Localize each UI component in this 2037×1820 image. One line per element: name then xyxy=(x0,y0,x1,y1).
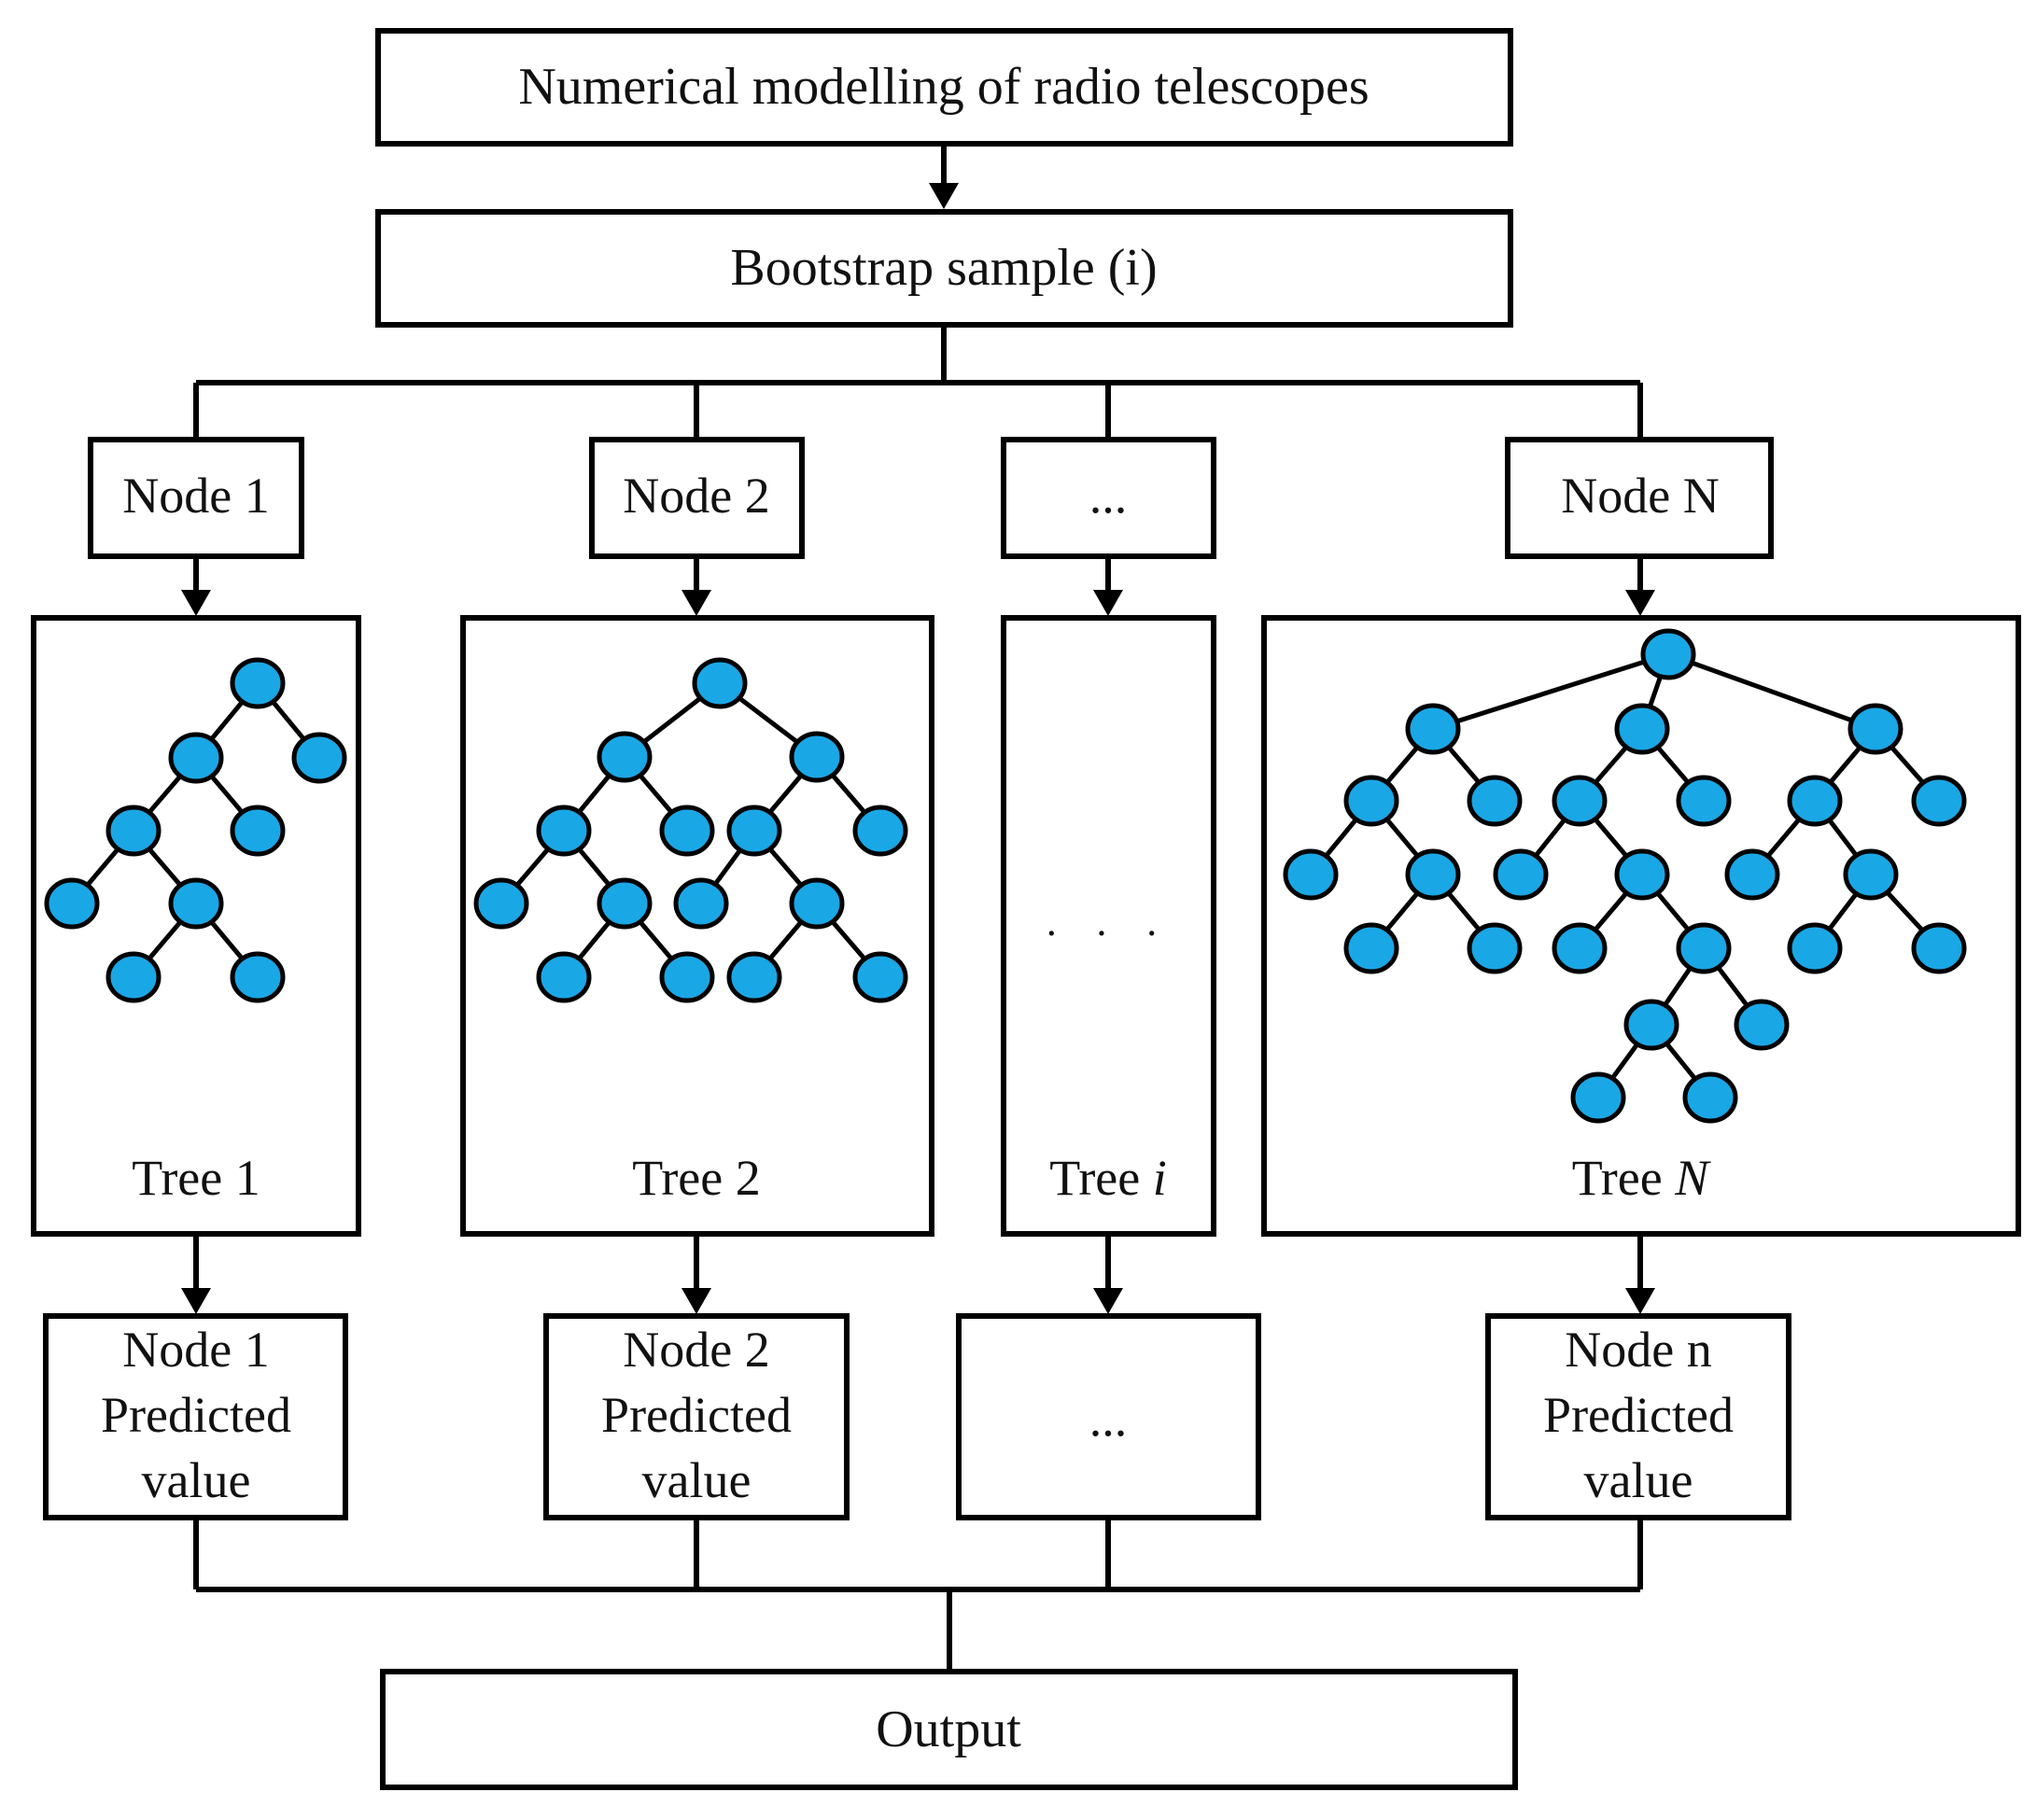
tree-2-graph xyxy=(473,657,908,1003)
tree-4-node xyxy=(1405,703,1461,755)
tree-4-node xyxy=(1493,848,1549,901)
tree-1-node xyxy=(168,732,224,784)
tree-4-node xyxy=(1843,848,1899,901)
prediction-box-2-line-2: Predicted xyxy=(601,1387,792,1443)
tree-4-node xyxy=(1676,775,1732,827)
arrowhead-title-to-bootstrap xyxy=(929,183,959,209)
prediction-box-1-line-1: Node 1 xyxy=(122,1322,269,1378)
node-box-1-label: Node 1 xyxy=(122,468,269,524)
tree-2-node xyxy=(536,951,592,1003)
tree-4-node xyxy=(1614,703,1670,755)
arrowhead-node2-to-tree2 xyxy=(681,590,711,616)
prediction-box-3 xyxy=(956,1313,1261,1520)
arrowhead-node4-to-tree4 xyxy=(1625,590,1655,616)
tree-1-node xyxy=(230,657,286,709)
prediction-box-4-line-2: Predicted xyxy=(1543,1387,1734,1443)
tree-box-1 xyxy=(31,615,361,1237)
prediction-box-2-line-3: value xyxy=(642,1452,752,1508)
tree-box-3 xyxy=(1001,615,1216,1237)
tree-4-node xyxy=(1570,1071,1626,1124)
tree-1-node xyxy=(168,877,224,930)
tree-4-node xyxy=(1734,999,1790,1051)
tree-3-ellipsis: · · · xyxy=(1045,911,1172,957)
prediction-box-1-line-3: value xyxy=(142,1452,251,1508)
tree-4-node xyxy=(1405,848,1461,901)
tree-4-node xyxy=(1640,628,1696,680)
tree-2-node xyxy=(536,805,592,857)
tree-1-node xyxy=(105,951,162,1003)
title-box xyxy=(375,28,1513,147)
prediction-box-4-line-1: Node n xyxy=(1565,1322,1711,1378)
tree-4-node xyxy=(1682,1071,1738,1124)
prediction-box-2 xyxy=(543,1313,850,1520)
tree-4-node xyxy=(1467,922,1523,974)
output-box-label: Output xyxy=(876,1701,1021,1758)
tree-4-node xyxy=(1343,775,1399,827)
tree-4-node xyxy=(1676,922,1732,974)
tree-4-node xyxy=(1552,922,1608,974)
tree-2-node xyxy=(659,805,715,857)
tree-4-node xyxy=(1911,775,1967,827)
tree-4-graph xyxy=(1283,628,1967,1124)
node-box-3-label: ... xyxy=(1089,468,1128,524)
node-box-2-label: Node 2 xyxy=(623,468,769,524)
tree-2-node xyxy=(692,657,748,709)
tree-4-node xyxy=(1847,703,1904,755)
tree-1-node xyxy=(44,877,100,930)
prediction-box-1 xyxy=(43,1313,348,1520)
arrowhead-tree4-to-pred4 xyxy=(1625,1288,1655,1314)
tree-label-1: Tree 1 xyxy=(132,1150,260,1206)
tree-4-node xyxy=(1787,775,1843,827)
tree-2-node xyxy=(852,951,908,1003)
arrowhead-tree2-to-pred2 xyxy=(681,1288,711,1314)
tree-4-node xyxy=(1911,922,1967,974)
tree-1-node xyxy=(230,951,286,1003)
node-box-4 xyxy=(1505,437,1774,559)
tree-4-node xyxy=(1623,999,1679,1051)
prediction-box-3-line-1: ... xyxy=(1089,1391,1128,1447)
bootstrap-box-label: Bootstrap sample (i) xyxy=(730,239,1157,297)
prediction-box-1-line-2: Predicted xyxy=(101,1387,291,1443)
tree-2-node xyxy=(789,877,845,930)
tree-1-node xyxy=(291,732,347,784)
tree-2-node xyxy=(597,877,653,930)
tree-2-node xyxy=(473,877,529,930)
tree-2-node xyxy=(726,951,782,1003)
tree-label-3: Tree i xyxy=(1049,1150,1167,1206)
tree-label-4: Tree N xyxy=(1572,1150,1712,1206)
tree-4-edge xyxy=(1432,651,1669,732)
tree-4-node xyxy=(1614,848,1670,901)
tree-label-2: Tree 2 xyxy=(632,1150,761,1206)
tree-4-node xyxy=(1467,775,1523,827)
output-box xyxy=(380,1669,1518,1790)
tree-1-node xyxy=(230,805,286,857)
prediction-box-2-line-1: Node 2 xyxy=(623,1322,769,1378)
tree-4-edge xyxy=(1667,651,1876,732)
tree-1-node xyxy=(105,805,162,857)
prediction-box-4-line-3: value xyxy=(1584,1452,1693,1508)
tree-4-node xyxy=(1343,922,1399,974)
tree-2-node xyxy=(673,877,729,930)
tree-2-node xyxy=(789,731,845,783)
arrowhead-tree1-to-pred1 xyxy=(181,1288,211,1314)
arrowhead-node1-to-tree1 xyxy=(181,590,211,616)
tree-2-node xyxy=(597,731,653,783)
arrowhead-tree3-to-pred3 xyxy=(1093,1288,1123,1314)
tree-1-graph xyxy=(44,657,347,1003)
tree-2-node xyxy=(852,805,908,857)
tree-2-node xyxy=(659,951,715,1003)
prediction-box-4 xyxy=(1485,1313,1791,1520)
node-box-3 xyxy=(1001,437,1216,559)
arrowhead-node3-to-tree3 xyxy=(1093,590,1123,616)
tree-4-node xyxy=(1724,848,1780,901)
tree-4-node xyxy=(1787,922,1843,974)
tree-2-node xyxy=(726,805,782,857)
node-box-4-label: Node N xyxy=(1561,468,1719,524)
title-box-label: Numerical modelling of radio telescopes xyxy=(518,58,1369,116)
bootstrap-box xyxy=(375,209,1513,328)
node-box-1 xyxy=(88,437,304,559)
tree-4-node xyxy=(1283,848,1339,901)
tree-4-node xyxy=(1552,775,1608,827)
